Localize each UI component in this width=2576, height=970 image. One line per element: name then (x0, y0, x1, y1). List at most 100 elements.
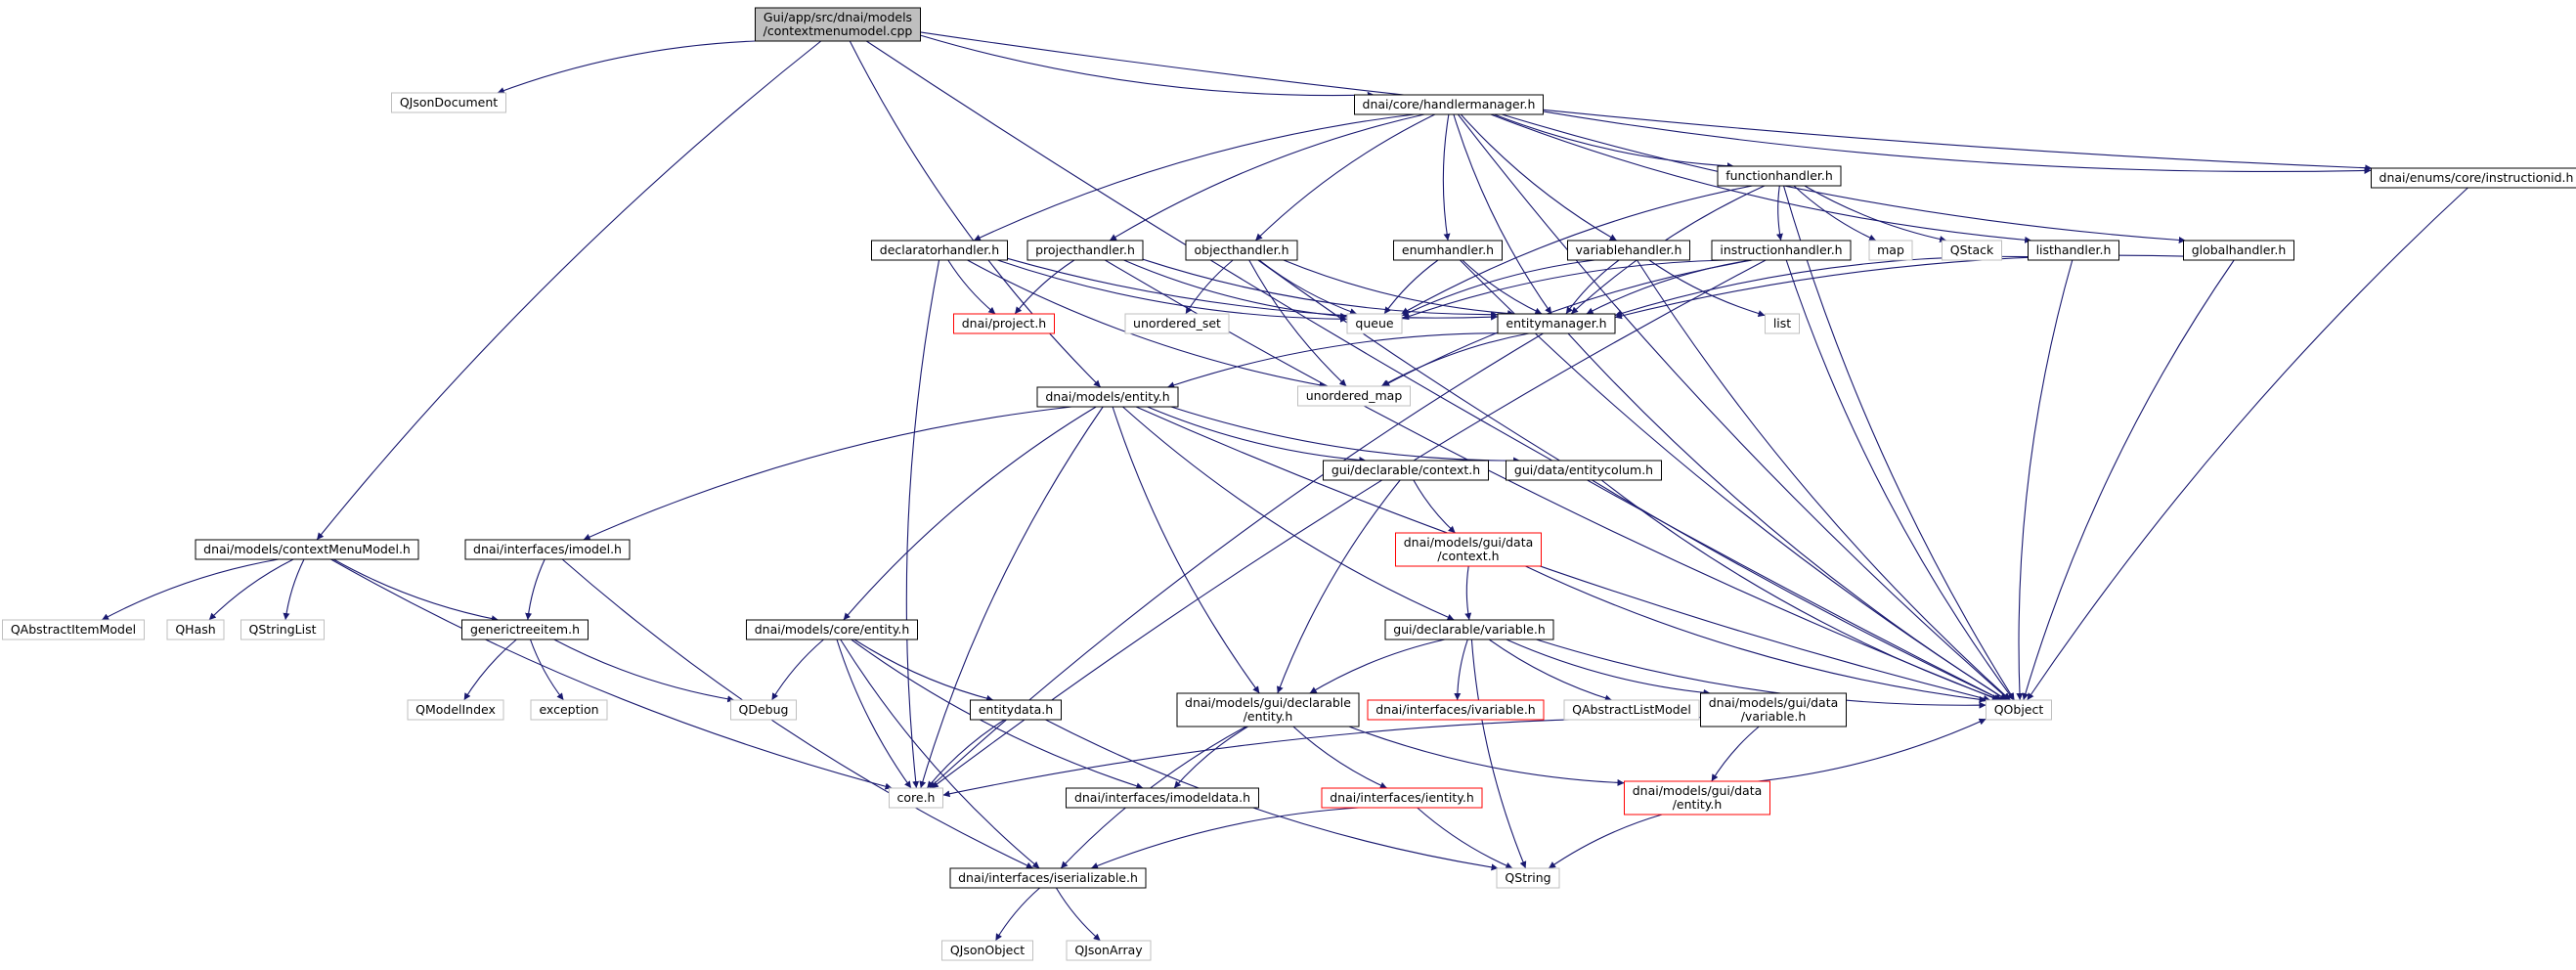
node-box (195, 539, 419, 560)
node-qobject[interactable]: QObject (1986, 699, 2052, 721)
node-imodeldata[interactable]: dnai/interfaces/imodeldata.h (1066, 787, 1259, 809)
node-label: functionhandler.h (1725, 168, 1833, 183)
node-label: globalhandler.h (2192, 242, 2287, 257)
edge-handlermanager-to-variablehandler (1460, 113, 1617, 242)
node-label: unordered_map (1306, 388, 1403, 403)
node-box (1321, 787, 1483, 809)
node-data-variable[interactable]: dnai/models/gui/data/variable.h (1700, 692, 1847, 728)
node-exception[interactable]: exception (530, 699, 608, 721)
node-contextmenumodel[interactable]: dnai/models/contextMenuModel.h (195, 539, 419, 560)
node-qjsondocument[interactable]: QJsonDocument (391, 92, 506, 113)
node-enumhandler[interactable]: enumhandler.h (1393, 240, 1503, 261)
edge-variablehandler-to-entitymanager (1565, 259, 1620, 315)
node-box (1765, 313, 1800, 334)
node-label: dnai/models/gui/data (1633, 783, 1763, 798)
node-box (1563, 699, 1700, 721)
edge-handlermanager-to-listhandler (1490, 113, 2032, 243)
node-qstring[interactable]: QString (1496, 867, 1560, 889)
edge-handlermanager-to-objecthandler (1254, 113, 1436, 242)
node-declarable-entity[interactable]: dnai/models/gui/declarable/entity.h (1176, 692, 1360, 728)
node-qmodelindex[interactable]: QModelIndex (407, 699, 504, 721)
edge-contextmenumodel-to-qhash (208, 558, 294, 621)
edge-gui-context-to-declarable-entity (1277, 479, 1401, 694)
node-objecthandler[interactable]: objecthandler.h (1185, 240, 1298, 261)
nodes-layer: Gui/app/src/dnai/models/contextmenumodel… (2, 7, 2576, 961)
edge-contextmenumodel-to-qabstractitemmodel (101, 558, 279, 621)
node-label: QModelIndex (415, 702, 496, 717)
node-iserializable[interactable]: dnai/interfaces/iserializable.h (949, 867, 1147, 889)
node-label: QJsonObject (950, 943, 1025, 957)
edge-gui-variable-to-ivariable (1454, 639, 1468, 701)
node-handlermanager[interactable]: dnai/core/handlermanager.h (1354, 94, 1544, 115)
node-qabstractlistmodel[interactable]: QAbstractListModel (1563, 699, 1700, 721)
edge-gui-variable-to-qabstractlistmodel (1488, 639, 1612, 702)
node-label: queue (1355, 316, 1393, 331)
node-instructionid[interactable]: dnai/enums/core/instructionid.h (2371, 167, 2576, 189)
node-box (1124, 313, 1230, 334)
node-projecthandler[interactable]: projecthandler.h (1026, 240, 1144, 261)
node-variablehandler[interactable]: variablehandler.h (1567, 240, 1690, 261)
edge-models-entity-to-core (919, 406, 1104, 789)
edge-declarable-entity-to-ientity (1292, 726, 1388, 789)
node-qabstractitemmodel[interactable]: QAbstractItemModel (2, 619, 145, 640)
edge-listhandler-to-entitymanager (1614, 255, 2029, 317)
node-unordered-map[interactable]: unordered_map (1297, 385, 1411, 407)
node-entitycolum[interactable]: gui/data/entitycolum.h (1506, 460, 1662, 481)
node-map[interactable]: map (1868, 240, 1913, 261)
node-data-context[interactable]: dnai/models/gui/data/context.h (1395, 532, 1542, 567)
node-functionhandler[interactable]: functionhandler.h (1717, 165, 1842, 187)
edge-objecthandler-to-entitymanager (1283, 259, 1515, 318)
node-label: QString (1505, 870, 1550, 885)
node-entitymanager[interactable]: entitymanager.h (1497, 313, 1616, 334)
node-entitydata[interactable]: entitydata.h (970, 699, 1062, 721)
node-core[interactable]: core.h (889, 787, 943, 809)
node-project[interactable]: dnai/project.h (953, 313, 1055, 334)
node-models-entity[interactable]: dnai/models/entity.h (1036, 386, 1179, 408)
node-gui-variable[interactable]: gui/declarable/variable.h (1384, 619, 1554, 640)
node-label: dnai/project.h (962, 316, 1046, 331)
edge-contextmenumodel-to-qstringlist (283, 558, 305, 621)
edge-root-to-qobject (865, 40, 2003, 701)
edge-core-entity-to-imodeldata (851, 639, 1144, 790)
node-data-entity[interactable]: dnai/models/gui/data/entity.h (1624, 780, 1770, 816)
node-listhandler[interactable]: listhandler.h (2028, 240, 2119, 261)
node-list[interactable]: list (1765, 313, 1800, 334)
node-box (871, 240, 1008, 261)
node-box (1506, 460, 1662, 481)
node-label: /variable.h (1741, 709, 1807, 724)
node-label: objecthandler.h (1194, 242, 1288, 257)
node-globalhandler[interactable]: globalhandler.h (2183, 240, 2294, 261)
node-qstack[interactable]: QStack (1942, 240, 2002, 261)
node-imodel[interactable]: dnai/interfaces/imodel.h (464, 539, 631, 560)
node-ientity[interactable]: dnai/interfaces/ientity.h (1321, 787, 1483, 809)
node-core-entity[interactable]: dnai/models/core/entity.h (746, 619, 918, 640)
node-label: unordered_set (1133, 316, 1221, 331)
edge-declaratorhandler-to-core (905, 259, 940, 789)
node-box (461, 619, 589, 640)
edge-objecthandler-to-unordered-map (1248, 259, 1347, 387)
node-unordered-set[interactable]: unordered_set (1124, 313, 1230, 334)
node-root[interactable]: Gui/app/src/dnai/models/contextmenumodel… (755, 7, 921, 42)
edge-core-entity-to-core (836, 639, 912, 789)
edge-core-entity-to-entitydata (853, 639, 994, 702)
node-ivariable[interactable]: dnai/interfaces/ivariable.h (1367, 699, 1545, 721)
node-declaratorhandler[interactable]: declaratorhandler.h (871, 240, 1008, 261)
node-queue[interactable]: queue (1346, 313, 1403, 334)
node-instructionhandler[interactable]: instructionhandler.h (1711, 240, 1852, 261)
edge-handlermanager-to-entitymanager (1453, 113, 1552, 315)
node-box (1395, 532, 1542, 567)
node-label: QDebug (739, 702, 789, 717)
node-generictreeitem[interactable]: generictreeitem.h (461, 619, 589, 640)
node-qstringlist[interactable]: QStringList (240, 619, 325, 640)
node-qdebug[interactable]: QDebug (730, 699, 797, 721)
node-qjsonobject[interactable]: QJsonObject (941, 940, 1033, 961)
node-box (464, 539, 631, 560)
node-gui-context[interactable]: gui/declarable/context.h (1323, 460, 1489, 481)
node-qjsonarray[interactable]: QJsonArray (1066, 940, 1152, 961)
edge-root-to-handlermanager (920, 34, 1375, 99)
node-box (953, 313, 1055, 334)
node-qhash[interactable]: QHash (166, 619, 225, 640)
edge-projecthandler-to-entitymanager (1142, 258, 1499, 319)
node-label: QHash (175, 622, 215, 637)
node-label: enumhandler.h (1402, 242, 1494, 257)
